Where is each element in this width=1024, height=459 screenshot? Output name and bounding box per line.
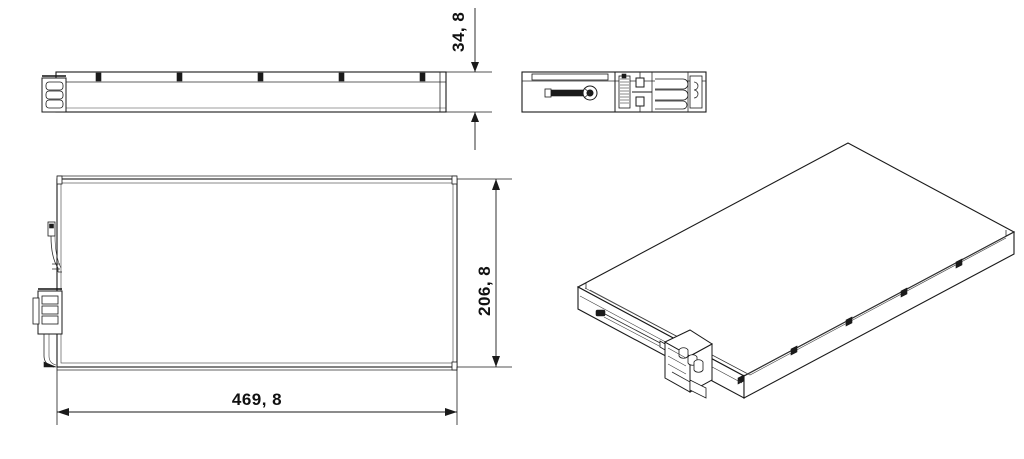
dimension-206-8: 206, 8 [457, 178, 512, 368]
dim-34-8-text: 34, 8 [449, 12, 468, 52]
plan-connector-cell [41, 315, 59, 325]
end-terminal-shell [689, 75, 703, 109]
front-clip-tick [257, 72, 264, 82]
end-latch-upper [635, 77, 645, 88]
front-elevation-view [41, 71, 447, 113]
front-left-connector [41, 75, 67, 113]
end-connector-pin-field [618, 73, 631, 109]
end-barrel-terminal [655, 78, 689, 90]
plan-connector-flange [32, 297, 40, 325]
front-body-outline [55, 71, 447, 113]
plan-connector-cell [41, 295, 59, 305]
end-keyhole-bar [547, 89, 585, 97]
iso-corner-nib-left [577, 282, 587, 289]
plan-cable-whip [47, 221, 62, 273]
iso-cable-body-2 [603, 316, 664, 349]
plan-cable-body [50, 235, 59, 272]
iso-connector-tail-line [671, 371, 691, 383]
front-connector-cell [45, 90, 64, 100]
iso-clip-tab [955, 258, 963, 269]
end-keyhole-neck [583, 87, 591, 99]
plan-corner-nib-tl [56, 175, 63, 185]
front-clip-tick [338, 72, 345, 82]
dim-206-8-text: 206, 8 [475, 266, 494, 316]
iso-clip-tab [845, 316, 853, 327]
iso-corner-nib-right [1005, 230, 1015, 237]
plan-cable-ferrule-cap [49, 223, 54, 229]
plan-connector-block [32, 288, 63, 368]
end-top-slot [531, 73, 609, 81]
iso-front-face-rail [579, 295, 743, 384]
end-latch-lower [635, 96, 645, 107]
dim-469-8-arrow-left [57, 408, 69, 416]
dim-469-8-text: 469, 8 [232, 390, 282, 409]
end-barrel-terminals [655, 75, 703, 110]
iso-cable-ferrule [595, 309, 606, 317]
plan-inner-rim [60, 182, 454, 364]
front-clip-ticks [95, 72, 426, 82]
plan-corner-nib-tr [451, 175, 458, 185]
iso-clip-tab [790, 345, 798, 356]
plan-connector-tail-tip [43, 361, 57, 368]
dimension-34-8: 34, 8 [446, 8, 492, 150]
end-connector-assembly [614, 72, 703, 112]
front-clip-tick [419, 72, 426, 82]
front-connector-cell [45, 99, 64, 109]
iso-barrel-terminals [678, 347, 704, 373]
plan-cable-ferrule [47, 221, 56, 237]
end-barrel-terminal [655, 89, 689, 101]
plan-connector-cell [41, 305, 59, 315]
iso-clip-tab [900, 287, 908, 298]
plan-corner-nib-br [451, 361, 458, 371]
dim-206-8-arrow-bottom [492, 356, 500, 367]
iso-cable-body [604, 313, 665, 346]
plan-cable-clamp [52, 263, 60, 270]
plan-cable-body-2 [54, 235, 62, 269]
end-terminal-spring [693, 81, 699, 99]
end-connector-latches [632, 72, 652, 112]
dim-34-8-arrow-bottom [471, 112, 479, 122]
end-pin-cap [621, 73, 627, 79]
dim-34-8-arrow-top [471, 62, 479, 72]
front-connector-cell [45, 81, 64, 91]
end-keyhole-tip [544, 88, 552, 98]
end-barrel-terminal [655, 100, 688, 110]
iso-top-rim-groove-2 [589, 237, 1007, 376]
dim-206-8-arrow-top [492, 179, 500, 190]
end-elevation-view [521, 71, 707, 113]
front-clip-tick [95, 72, 102, 82]
end-keyhole-slot [544, 85, 598, 101]
isometric-view [576, 142, 1016, 399]
dim-469-8-arrow-right [445, 408, 457, 416]
plan-body-outline [56, 178, 458, 368]
iso-connector-tail [689, 379, 707, 399]
front-clip-tick [176, 72, 183, 82]
iso-connector-ribs [667, 347, 687, 375]
iso-barrel-terminal [693, 359, 704, 373]
plan-view [32, 175, 458, 371]
dimension-469-8: 469, 8 [56, 367, 458, 425]
iso-connector-assembly [663, 329, 713, 399]
plan-connector-tail-2 [48, 334, 57, 366]
iso-cable-whip [595, 309, 673, 355]
